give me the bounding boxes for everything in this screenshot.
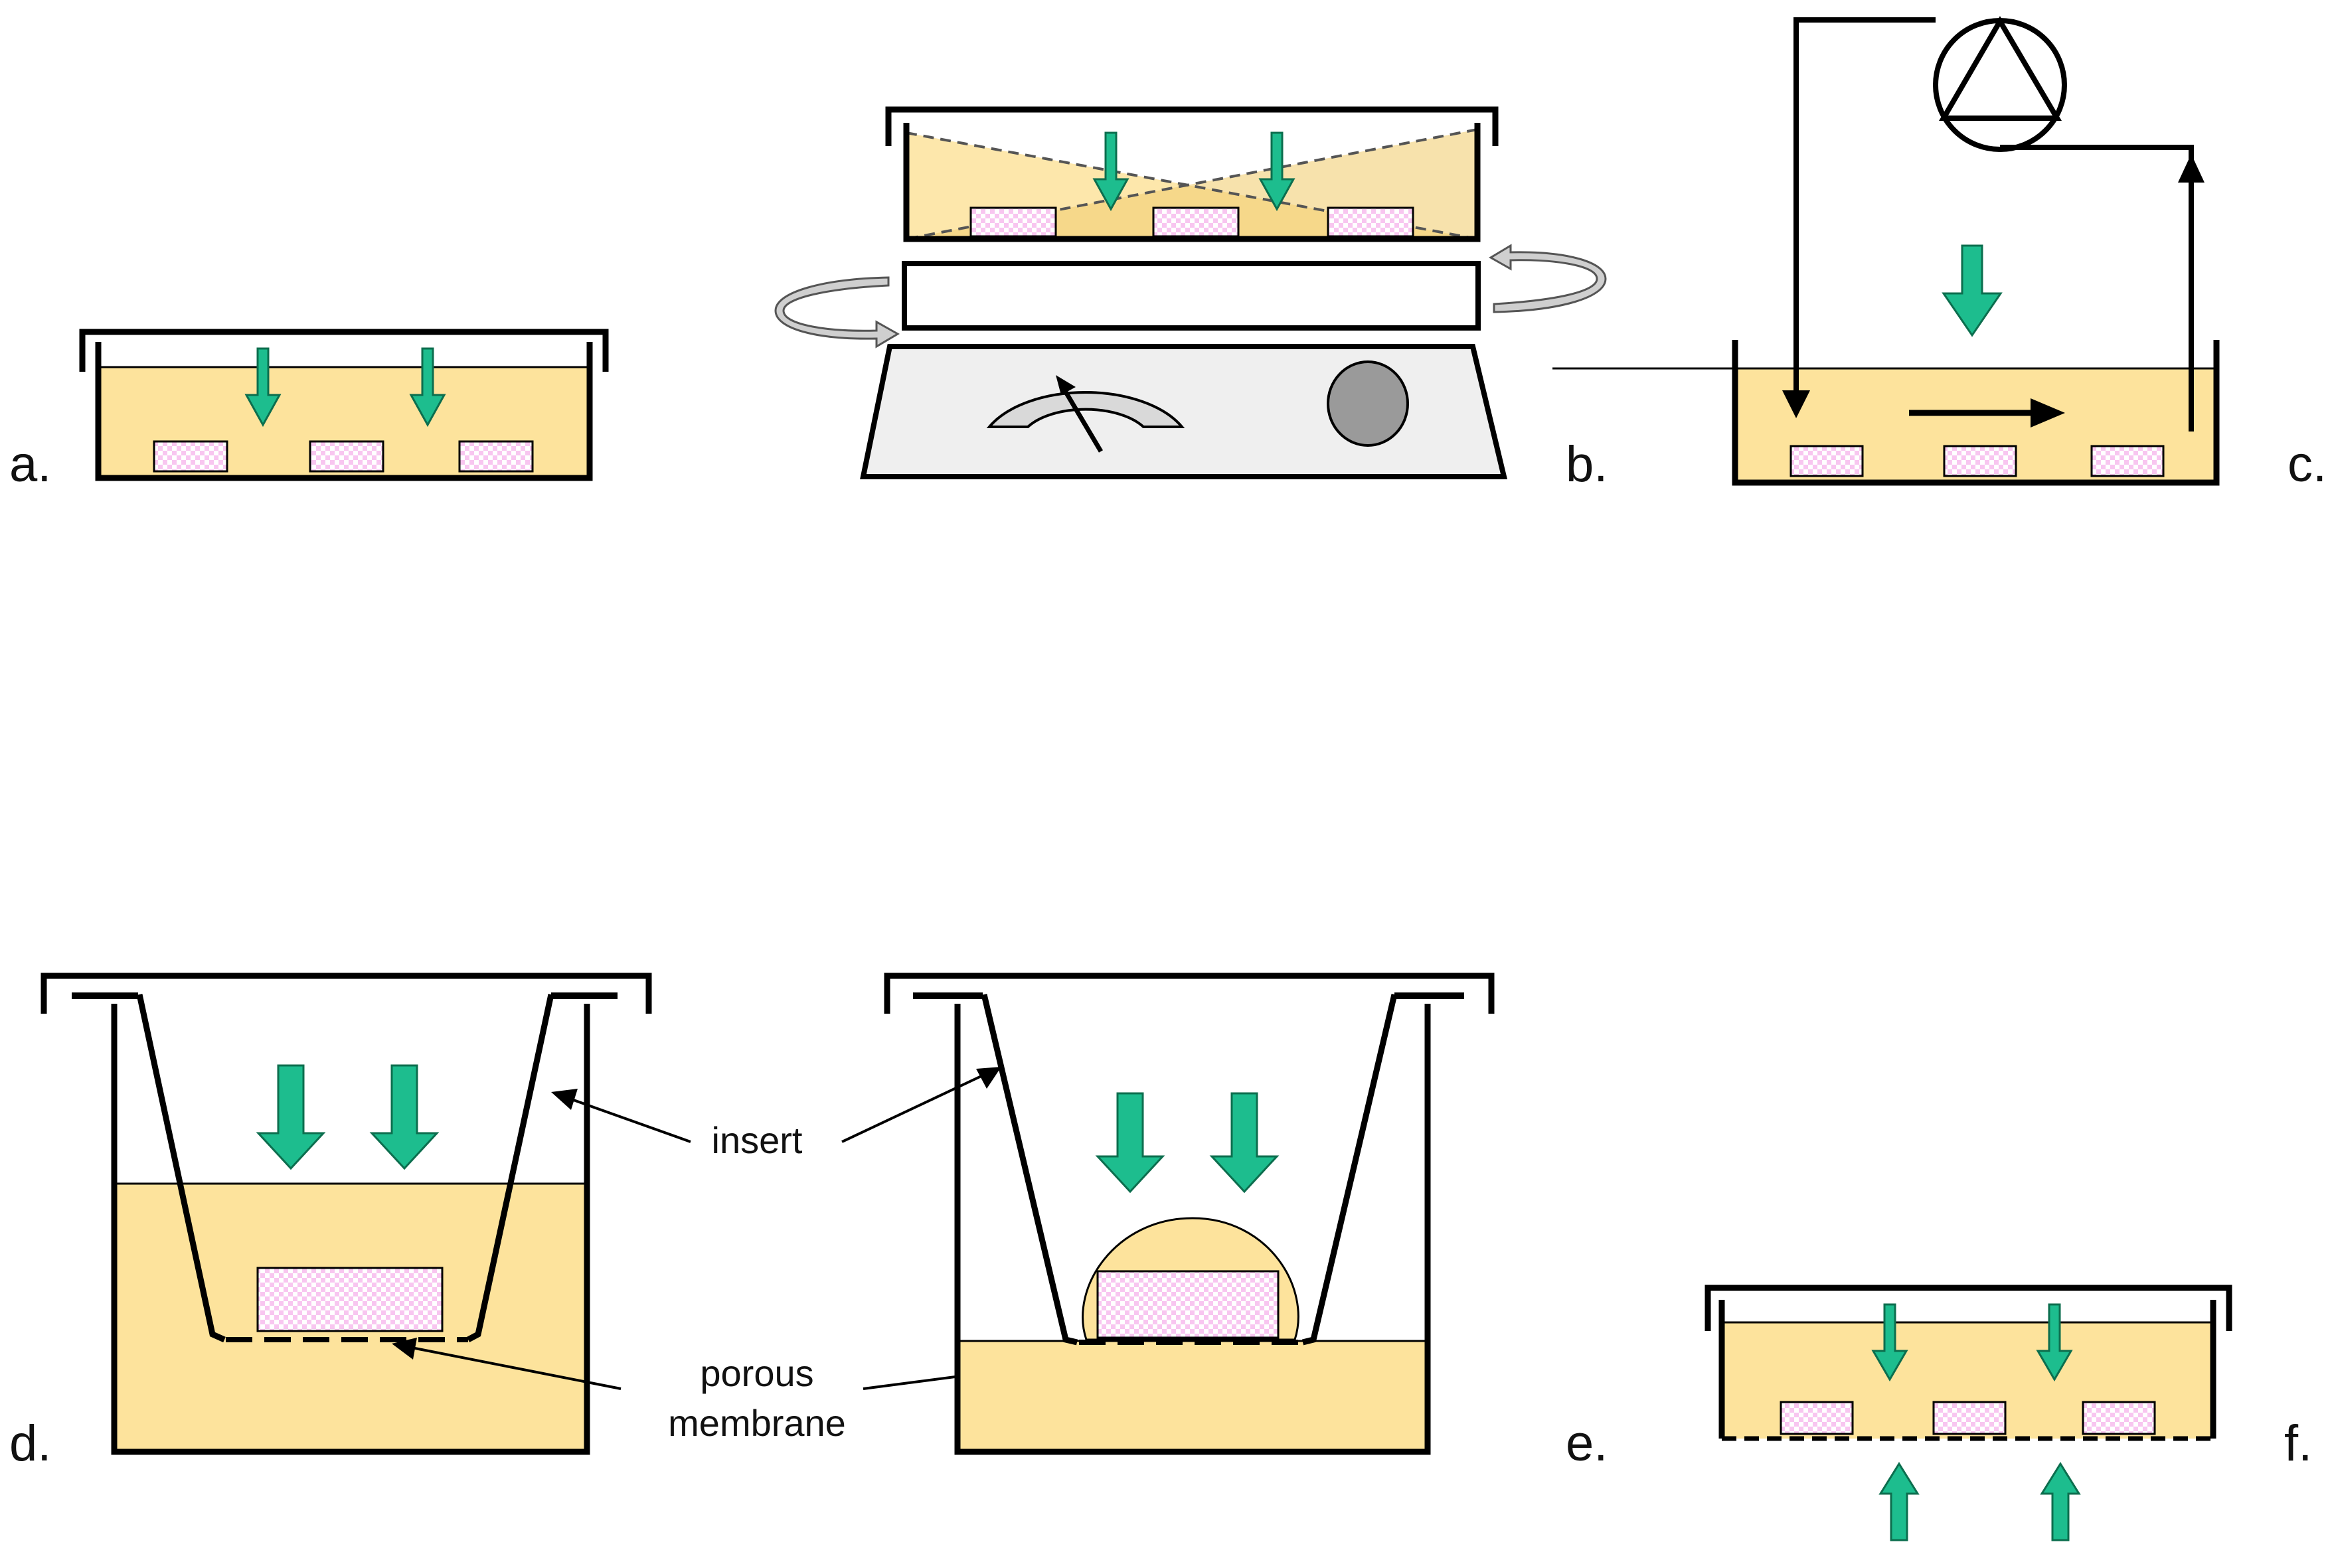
outflow-tube: [2000, 145, 2194, 431]
diffusion-arrow-down: [1258, 131, 1295, 212]
medium-flow-arrow: [2031, 398, 2065, 428]
tissue-sample: [1152, 206, 1240, 238]
panel-label-a: a.: [9, 436, 51, 493]
callout-insert: insert: [712, 1119, 803, 1161]
callout-porous: porous: [700, 1352, 813, 1394]
panel-label-f: f.: [2284, 1415, 2312, 1472]
panel-label-e: e.: [1566, 1415, 1608, 1472]
knob: [1327, 360, 1409, 447]
panel-f-permeable-dish: f.: [1705, 1285, 2312, 1541]
rotation-arrow: [774, 276, 900, 349]
diffusion-arrow-down: [1942, 244, 2003, 337]
tissue-sample: [1096, 1270, 1280, 1339]
dish-lid: [885, 106, 1499, 146]
pointer-line: [411, 1346, 622, 1390]
shaker-platform: [902, 261, 1481, 331]
tissue-sample: [153, 440, 228, 473]
dish-lid: [1705, 1285, 2232, 1331]
callouts: insert porous membrane: [392, 1067, 1152, 1444]
diffusion-arrow-down: [1209, 1092, 1280, 1194]
tissue-sample: [969, 206, 1057, 238]
culture-chamber: [1732, 340, 2220, 486]
tissue-sample: [458, 440, 534, 473]
flow-in-arrow: [1782, 390, 1810, 418]
diffusion-arrow-down: [409, 347, 446, 428]
dish-lid: [79, 329, 609, 372]
pump-icon: [1933, 18, 2067, 152]
culture-well: [954, 1004, 1431, 1455]
diffusion-arrow-down: [256, 1064, 326, 1170]
diffusion-arrow-up: [2040, 1462, 2081, 1541]
culture-well: [111, 1004, 590, 1455]
panel-label-c: c.: [2288, 436, 2327, 493]
insert-wall: [136, 994, 226, 1343]
diffusion-arrow-down: [1095, 1092, 1165, 1194]
diffusion-arrow-down: [1092, 131, 1129, 212]
tissue-sample: [1789, 445, 1864, 477]
panel-b-orbital-shaker: b.: [774, 106, 1608, 493]
tissue-sample: [1327, 206, 1414, 238]
panel-label-d: d.: [9, 1415, 51, 1472]
insert-wall: [466, 994, 554, 1342]
petri-dish: [95, 342, 593, 481]
dial-needle: [1060, 385, 1104, 453]
pointer-line: [841, 1074, 983, 1143]
well-lid: [884, 973, 1495, 1014]
tissue-sample: [309, 440, 384, 473]
panel-e-air-liquid-insert: e.: [884, 973, 1608, 1472]
culture-dish: [903, 123, 1481, 242]
insert-wall: [1301, 993, 1398, 1346]
diffusion-arrow-down: [244, 347, 282, 428]
tissue-sample: [1943, 445, 2017, 477]
pointer-line: [569, 1097, 691, 1143]
diffusion-arrow-down: [1871, 1303, 1908, 1381]
well-lid: [41, 973, 652, 1014]
tissue-sample: [256, 1267, 444, 1332]
tissue-sample: [2090, 445, 2165, 477]
culture-medium: [957, 1341, 1428, 1449]
diffusion-arrow-up: [1878, 1462, 1920, 1541]
diffusion-arrow-down: [369, 1064, 440, 1170]
panel-c-perfusion: c.: [1552, 16, 2327, 493]
diffusion-arrow-down: [2036, 1303, 2073, 1381]
inflow-tube: [1793, 17, 1936, 392]
tissue-sample: [1780, 1401, 1854, 1435]
panel-a-static-dish: a.: [9, 329, 609, 493]
speed-dial: [986, 391, 1185, 428]
insert-wall: [981, 993, 1078, 1346]
flow-out-arrow: [2178, 154, 2205, 183]
callout-membrane: membrane: [668, 1402, 846, 1444]
rotation-arrow: [1489, 244, 1607, 313]
tissue-sample: [1932, 1401, 2007, 1435]
panel-label-b: b.: [1566, 436, 1608, 493]
panel-d-submerged-insert: d.: [9, 973, 652, 1472]
tissue-sample: [2082, 1401, 2156, 1435]
